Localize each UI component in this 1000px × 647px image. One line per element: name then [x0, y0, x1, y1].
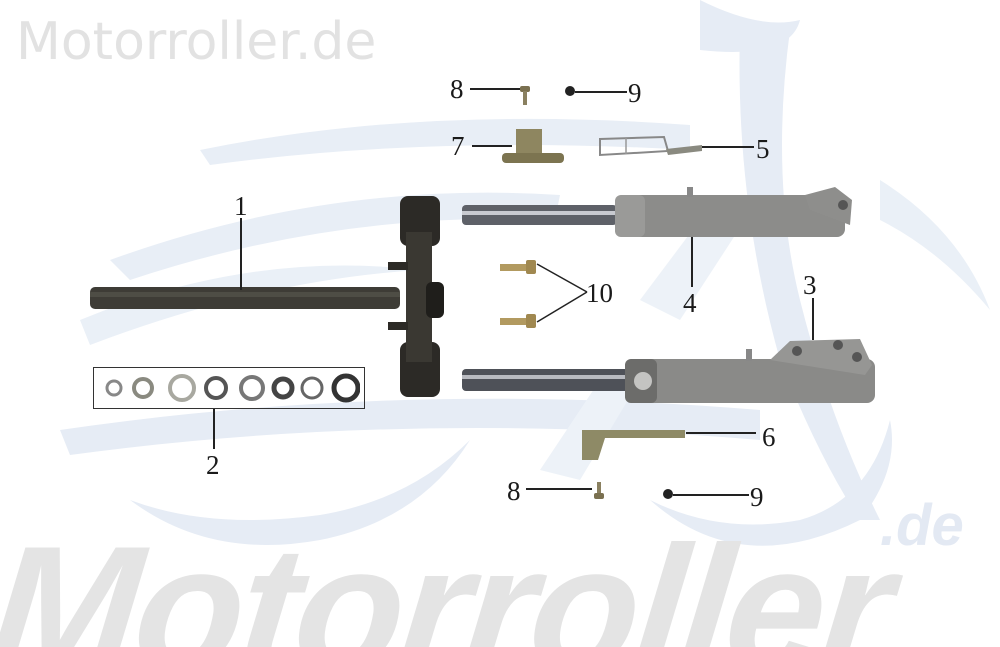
leader-4	[691, 237, 693, 287]
callout-6: 6	[762, 422, 776, 452]
callout-2: 2	[206, 450, 220, 480]
leader-7	[472, 145, 512, 147]
watermark-bottom: Motorroller	[0, 509, 898, 647]
callout-10: 10	[586, 278, 613, 308]
leader-10	[536, 263, 588, 323]
leader-1	[240, 218, 242, 290]
leader-9a	[575, 91, 627, 93]
watermark-suffix: .de	[880, 493, 964, 558]
bearing-set-box	[93, 367, 365, 409]
leader-6	[686, 432, 756, 434]
bracket-lower	[582, 430, 685, 460]
callout-1: 1	[234, 191, 248, 221]
callout-4: 4	[683, 288, 697, 318]
callout-3: 3	[803, 270, 817, 300]
leader-8a	[470, 88, 520, 90]
left-fork-leg	[462, 187, 852, 237]
callout-8-upper: 8	[450, 74, 464, 104]
leader-8b	[526, 488, 592, 490]
bolt-upper	[520, 86, 530, 105]
cable-guide	[599, 135, 702, 157]
leader-3	[812, 298, 814, 340]
watermark-top: Motorroller.de	[16, 12, 377, 72]
bolt-lower	[594, 482, 604, 499]
bearing-set	[105, 373, 360, 403]
nut-upper	[565, 86, 575, 96]
right-fork-leg	[462, 339, 875, 403]
pinch-bolts	[500, 260, 536, 328]
callout-9-upper: 9	[628, 78, 642, 108]
nut-lower	[663, 489, 673, 499]
steering-stem	[90, 196, 444, 397]
bracket-upper	[502, 129, 564, 163]
callout-5: 5	[756, 134, 770, 164]
callout-8-lower: 8	[507, 476, 521, 506]
leader-9b	[673, 494, 749, 496]
callout-9-lower: 9	[750, 482, 764, 512]
callout-7: 7	[451, 131, 465, 161]
leader-2	[213, 409, 215, 449]
leader-5	[702, 146, 754, 148]
